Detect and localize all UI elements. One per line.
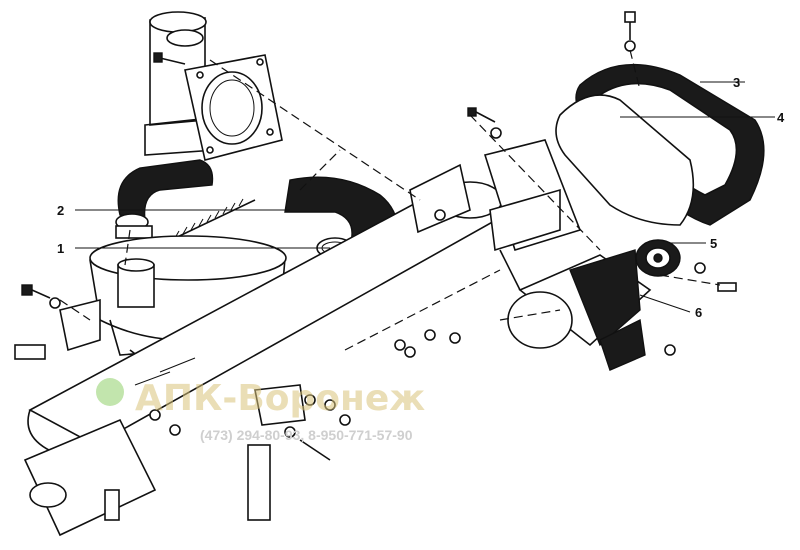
- flange-bolt: [153, 52, 186, 65]
- mount-plate: [483, 139, 582, 291]
- watermark-phones: (473) 294-80-93, 8-950-771-57-90: [200, 427, 413, 443]
- callout-5: 5: [710, 236, 717, 251]
- leader-lines: [75, 81, 775, 313]
- fasteners: [21, 11, 737, 461]
- callout-1: 1: [57, 241, 64, 256]
- callout-3: 3: [733, 75, 740, 90]
- pulley: [635, 239, 681, 277]
- pipe-flange-right: [409, 163, 471, 234]
- v-belt: [555, 94, 695, 226]
- bottom-bracket: [247, 384, 306, 521]
- callout-4: 4: [777, 110, 785, 125]
- curved-hose-left: [115, 159, 214, 239]
- watermark: АПК-Воронеж (473) 294-80-93, 8-950-771-5…: [96, 378, 425, 443]
- end-cap: [23, 418, 157, 537]
- watermark-brand: АПК-Воронеж: [135, 378, 425, 419]
- duct-flange: [184, 54, 283, 161]
- electric-motor: [507, 249, 652, 371]
- callout-2: 2: [57, 203, 64, 218]
- watermark-logo-icon: [96, 378, 124, 406]
- callout-6: 6: [695, 305, 702, 320]
- left-bracket: [14, 298, 101, 360]
